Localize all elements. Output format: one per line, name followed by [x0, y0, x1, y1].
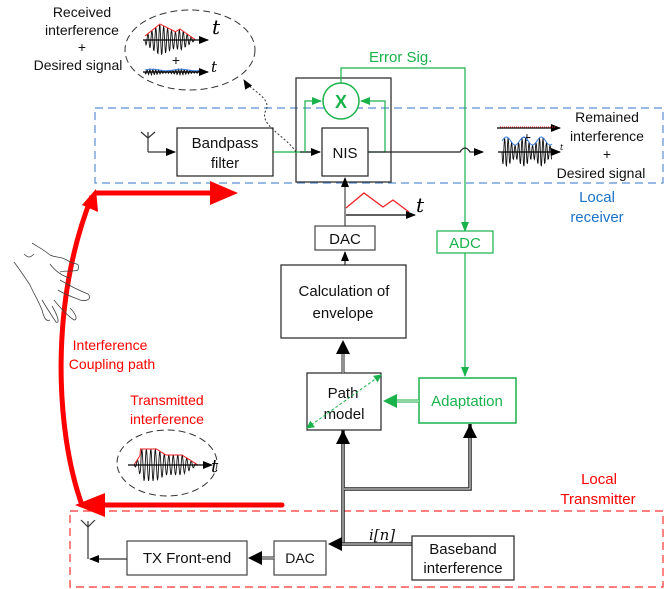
- transmitted-label-2: interference: [130, 411, 204, 427]
- dac-tx-block[interactable]: DAC: [273, 540, 327, 576]
- path-to-calc-wire: [336, 340, 350, 373]
- baseband-bus: [328, 424, 477, 551]
- interference-coupling-path: [58, 181, 285, 517]
- path-model-block[interactable]: Path model: [306, 372, 382, 431]
- remained-label-line4: Desired signal: [557, 165, 646, 181]
- nis-block[interactable]: NIS: [321, 127, 369, 177]
- local-receiver-label-2: receiver: [570, 209, 623, 226]
- local-receiver-label-1: Local: [579, 189, 615, 206]
- adaptation-block[interactable]: Adaptation: [418, 377, 517, 424]
- local-receiver-region: [94, 107, 664, 184]
- received-label-line3: +: [78, 39, 86, 55]
- adc-block[interactable]: ADC: [436, 230, 494, 254]
- remained-label-line3: +: [603, 146, 611, 162]
- dac-to-txfe-wire: [248, 551, 274, 565]
- received-label: Received interference + Desired signal: [34, 4, 123, 73]
- baseband-label-1: Baseband: [429, 541, 497, 558]
- time-axis-label: t: [212, 15, 221, 39]
- calc-envelope-label-2: envelope: [313, 305, 374, 322]
- envelope-time-axis: t: [416, 193, 425, 217]
- remained-label-line2: interference: [570, 128, 644, 144]
- waveform-envelope: [133, 448, 199, 466]
- coupling-label-1: Interference: [73, 337, 148, 353]
- bandpass-filter-label-2: filter: [211, 155, 239, 172]
- multiplier-block[interactable]: X: [322, 82, 360, 120]
- dac-tx-label: DAC: [285, 550, 315, 566]
- waveform-carrier: [133, 447, 199, 481]
- waveform-envelope: [501, 136, 553, 146]
- dac-rx-label: DAC: [329, 231, 361, 248]
- adc-label: ADC: [449, 235, 481, 252]
- received-interference-waveform: [144, 23, 196, 55]
- nis-label: NIS: [332, 145, 357, 162]
- remained-label: Remained interference + Desired signal: [557, 109, 646, 181]
- remained-label-line1: Remained: [575, 109, 639, 125]
- envelope-inset: t: [345, 192, 425, 219]
- hand-icon: [13, 242, 90, 323]
- received-signal-inset: t + t: [124, 9, 256, 91]
- transmitted-waveform: [133, 447, 199, 481]
- coupling-label-2: Coupling path: [69, 356, 155, 372]
- inset-plus: +: [172, 52, 180, 68]
- bandpass-filter-block[interactable]: Bandpass filter: [176, 127, 274, 177]
- tx-time-axis: t: [211, 456, 219, 477]
- calc-envelope-label-1: Calculation of: [299, 283, 391, 300]
- error-sig-label: Error Sig.: [369, 49, 432, 66]
- waveform-envelope: [144, 68, 201, 72]
- transmitted-label-1: Transmitted: [130, 392, 203, 408]
- error-signal-wire: [340, 67, 469, 232]
- remained-plus: +: [523, 129, 531, 145]
- remained-signal-inset: + t: [497, 124, 564, 167]
- baseband-interference-block[interactable]: Baseband interference: [411, 535, 515, 581]
- received-label-line4: Desired signal: [34, 57, 123, 73]
- path-model-label-1: Path: [328, 385, 359, 402]
- local-transmitter-label-1: Local: [581, 471, 617, 488]
- transmitted-signal-inset: t: [116, 429, 219, 497]
- remained-time-axis: t: [560, 143, 564, 152]
- received-label-line1: Received: [53, 4, 111, 20]
- tx-antenna-icon: [80, 519, 96, 559]
- remained-waveform: [501, 136, 553, 167]
- baseband-label-2: interference: [423, 560, 502, 577]
- waveform-carrier: [501, 137, 553, 167]
- nis-output-wire: [368, 147, 484, 156]
- dac-rx-block[interactable]: DAC: [314, 225, 376, 251]
- adaptation-to-path-wire: [383, 394, 419, 408]
- adaptation-label: Adaptation: [431, 393, 503, 410]
- time-axis-label-2: t: [211, 58, 218, 76]
- local-transmitter-label-2: Transmitter: [560, 491, 635, 508]
- baseband-signal-label: i[n]: [369, 526, 395, 544]
- bandpass-filter-label-1: Bandpass: [192, 135, 259, 152]
- waveform-carrier: [144, 24, 196, 55]
- tx-front-end-label: TX Front-end: [143, 550, 231, 567]
- local-transmitter-region: [69, 510, 664, 588]
- calc-envelope-block[interactable]: Calculation of envelope: [280, 264, 407, 339]
- probe-dotted-line: [243, 79, 297, 153]
- multiplier-left-input: [304, 97, 322, 152]
- path-model-label-2: model: [324, 406, 365, 423]
- waveform-envelope: [144, 23, 195, 40]
- multiplier-label: X: [335, 92, 347, 112]
- rx-antenna-icon: [140, 131, 156, 152]
- tx-front-end-block[interactable]: TX Front-end: [126, 540, 248, 576]
- received-label-line2: interference: [45, 22, 119, 38]
